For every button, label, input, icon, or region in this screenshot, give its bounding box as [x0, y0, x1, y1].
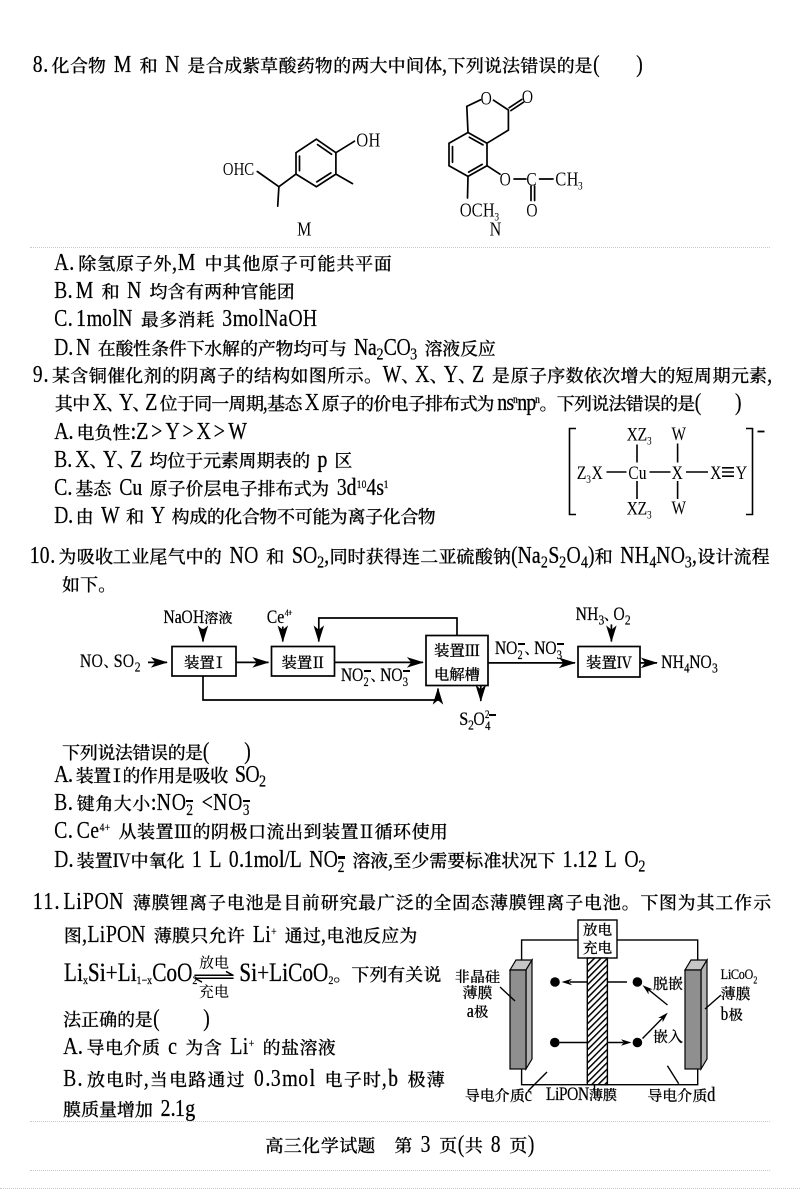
svg-text:N: N [490, 219, 502, 241]
svg-text:放电: 放电 [199, 951, 229, 973]
svg-text:C: C [527, 170, 537, 191]
svg-text:Y: Y [735, 463, 747, 484]
svg-text:XZ3: XZ3 [627, 425, 653, 448]
svg-text:OCH3: OCH3 [460, 200, 500, 224]
svg-text:充电: 充电 [199, 980, 229, 1002]
svg-text:CH3: CH3 [556, 169, 584, 193]
svg-text:OHC: OHC [223, 159, 254, 179]
svg-text:O: O [527, 201, 538, 222]
svg-text:XZ3: XZ3 [627, 499, 653, 522]
svg-text:X: X [672, 463, 683, 484]
svg-text:OH: OH [357, 130, 381, 152]
svg-text:O: O [522, 87, 533, 108]
svg-text:O: O [481, 89, 492, 110]
svg-text:X: X [710, 463, 721, 484]
svg-text:W: W [671, 498, 686, 519]
svg-text:Z3X: Z3X [577, 463, 603, 486]
svg-text:W: W [671, 424, 686, 445]
svg-text:Cu: Cu [629, 463, 647, 484]
svg-text:M: M [297, 219, 312, 241]
svg-text:O: O [500, 170, 511, 191]
